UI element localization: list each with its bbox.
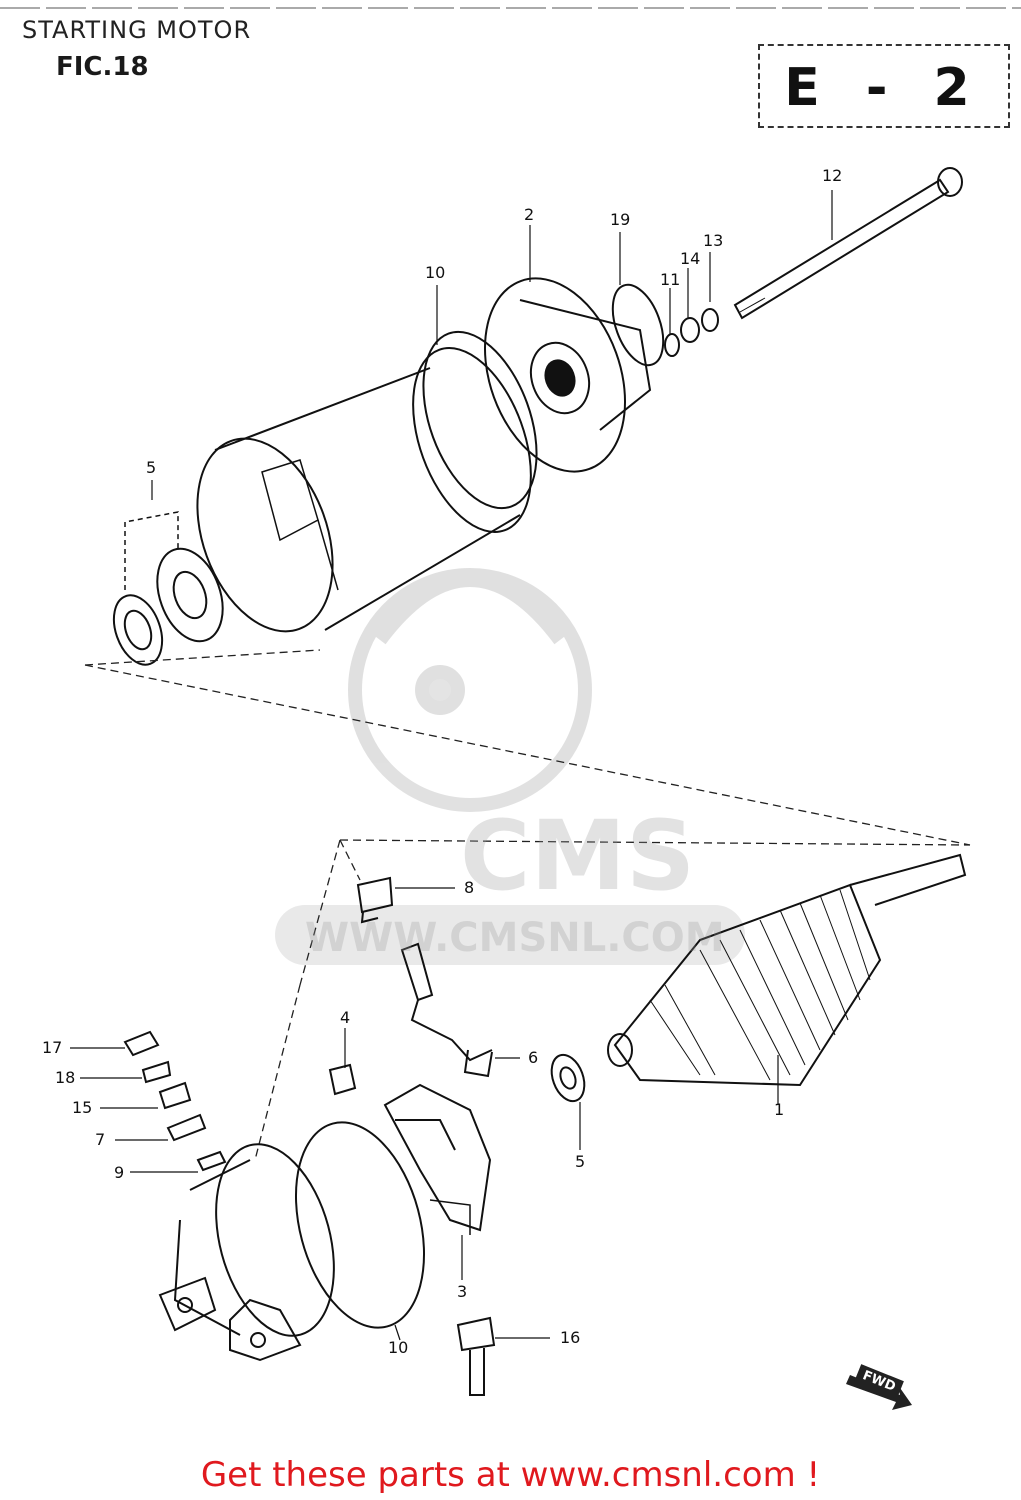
callout-label: 10 — [388, 1338, 409, 1357]
callout-label: 14 — [680, 249, 701, 268]
callout-label: 5 — [146, 458, 157, 477]
callout-label: 4 — [340, 1008, 351, 1027]
callout-label: 1 — [774, 1100, 785, 1119]
cms-watermark-logo — [275, 568, 745, 965]
callout-label: 19 — [610, 210, 631, 229]
shim-washers-5-top — [112, 547, 224, 666]
o-ring-19 — [611, 283, 665, 367]
washer-14 — [680, 317, 700, 343]
callout-label: 15 — [72, 1098, 93, 1117]
o-ring-bottom — [294, 1121, 426, 1329]
armature — [607, 853, 967, 1087]
brush-plate — [328, 1063, 492, 1235]
callout-label: 5 — [575, 1152, 586, 1171]
thrust-washer-5-bottom — [550, 1053, 586, 1103]
figure-number: FIC.18 — [56, 52, 149, 82]
section-code-box: E - 2 — [758, 44, 1010, 128]
rear-end-cover — [483, 277, 652, 473]
terminal-lead — [400, 942, 493, 1078]
watermark-brand: CMS — [460, 800, 696, 912]
mounting-bolt-16 — [456, 1316, 496, 1396]
callout-label: 17 — [42, 1038, 63, 1057]
callout-label: 3 — [457, 1282, 468, 1301]
callout-label: 13 — [703, 231, 724, 250]
callout-label: 7 — [95, 1130, 106, 1149]
callout-label: 11 — [660, 270, 681, 289]
through-bolt — [733, 167, 963, 320]
small-parts-stack — [123, 1030, 227, 1172]
callout-label: 18 — [55, 1068, 76, 1087]
callout-label: 6 — [528, 1048, 539, 1067]
front-end-cover — [158, 1143, 335, 1362]
callout-label: 8 — [464, 878, 475, 897]
brush-holder-bolt — [356, 876, 394, 924]
watermark-url: WWW.CMSNL.COM — [305, 915, 725, 961]
callout-label: 16 — [560, 1328, 581, 1347]
callout-label: 10 — [425, 263, 446, 282]
callout-label: 2 — [524, 205, 535, 224]
o-ring-top — [422, 330, 538, 510]
yoke-housing — [196, 347, 532, 633]
callout-label: 9 — [114, 1163, 125, 1182]
callout-label: 12 — [822, 166, 843, 185]
section-code: E - 2 — [784, 58, 984, 118]
footer-link[interactable]: Get these parts at www.cmsnl.com ! — [200, 1455, 821, 1495]
nut-13 — [701, 308, 719, 332]
washer-11 — [664, 333, 680, 357]
page-title: STARTING MOTOR — [22, 16, 252, 44]
